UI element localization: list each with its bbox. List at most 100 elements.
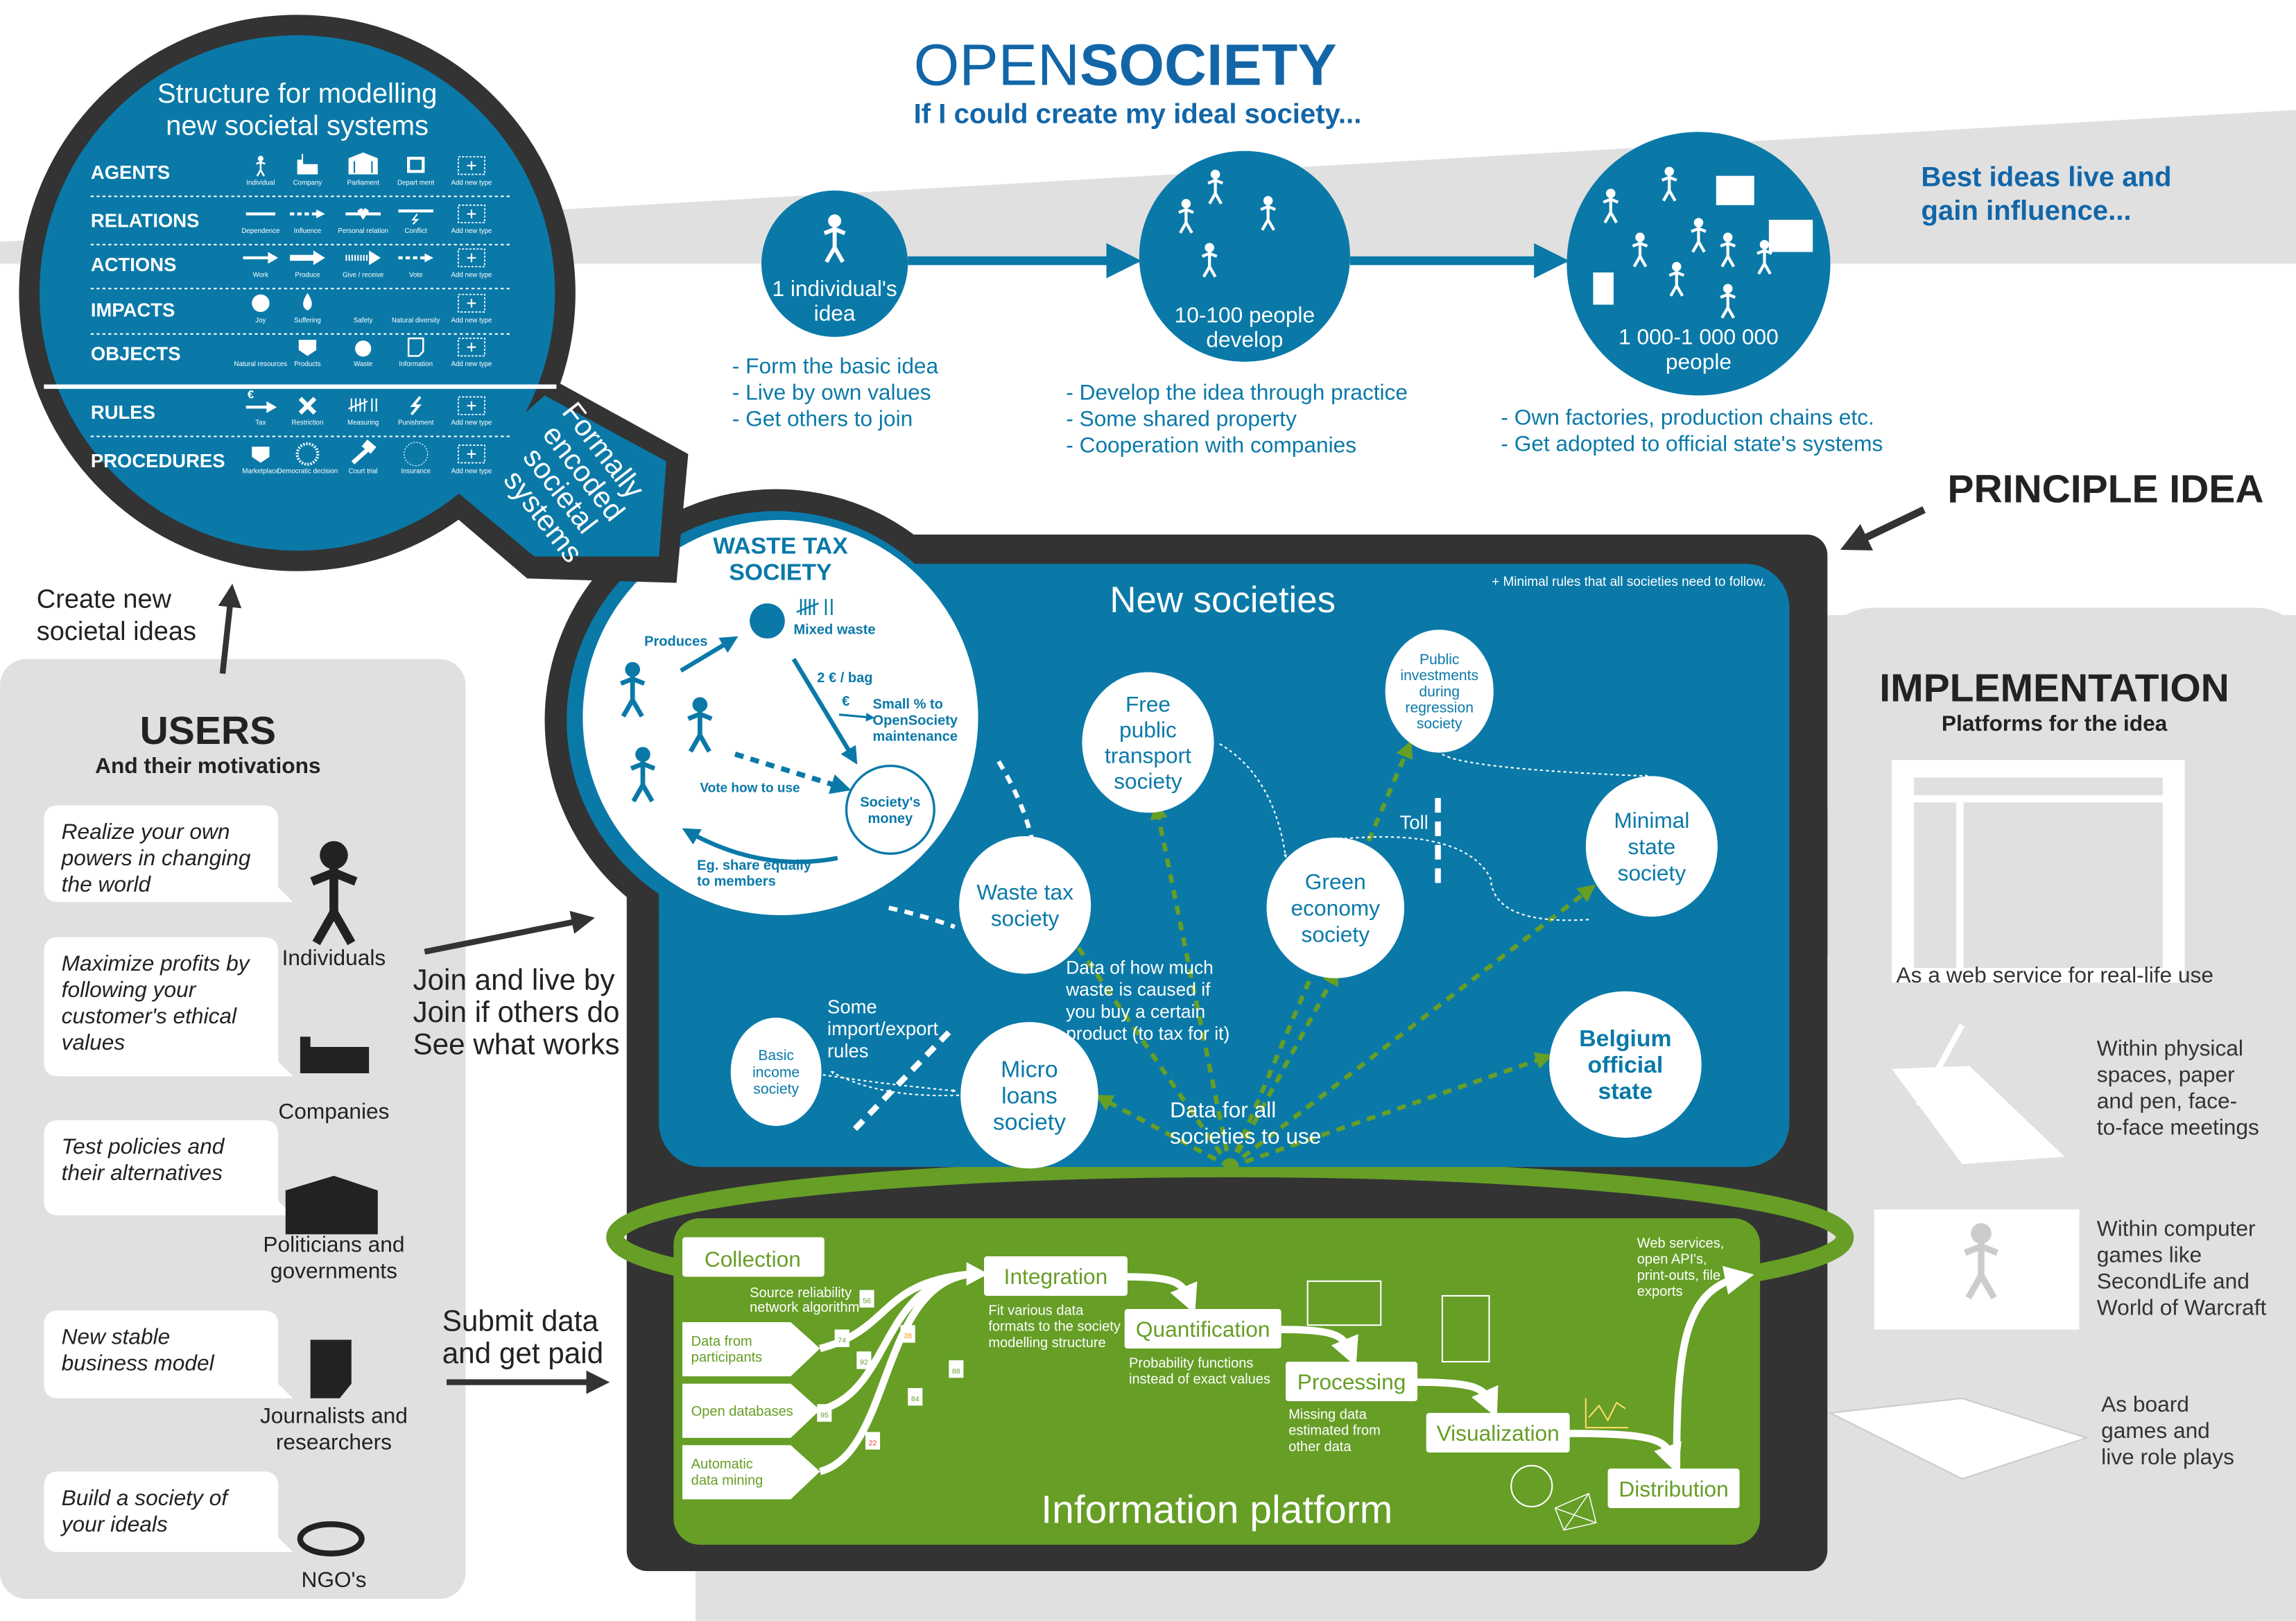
- structure-category-label: PROCEDURES: [91, 450, 225, 471]
- data-source-label: Open databases: [691, 1404, 793, 1419]
- society-node[interactable]: [960, 1022, 1098, 1169]
- minimal-rules-note: + Minimal rules that all societies need …: [1492, 575, 1766, 589]
- journalist-icon: [310, 1340, 352, 1398]
- structure-item-label: Produce: [295, 271, 320, 279]
- structure-item-label[interactable]: Add new type: [451, 317, 492, 324]
- society-node[interactable]: [1082, 672, 1214, 813]
- distribution-arrow: [1673, 1265, 1754, 1469]
- create-ideas-text-line: societal ideas: [37, 617, 196, 646]
- implementation-title: IMPLEMENTATION: [1879, 666, 2229, 711]
- society-label-line: regression: [1405, 700, 1474, 716]
- stage-bullets-line: - Form the basic idea: [732, 354, 939, 379]
- structure-category-label: OBJECTS: [91, 343, 181, 365]
- share-arrow: [682, 828, 838, 865]
- society-label-line: society: [991, 905, 1060, 930]
- web-content-block: [1963, 802, 2163, 968]
- source-node-icon: [865, 1432, 881, 1450]
- person-icon: [1720, 232, 1736, 268]
- distribution-note-line: Web services,: [1637, 1236, 1725, 1251]
- society-node[interactable]: [1549, 991, 1702, 1138]
- stage-circle: [1139, 150, 1350, 362]
- structure-item-label: Measuring: [347, 419, 379, 427]
- maintenance-arrow: [838, 712, 875, 722]
- join-text-line: Join and live by: [413, 964, 615, 996]
- stage-bullets-line: - Some shared property: [1066, 406, 1297, 431]
- society-node[interactable]: [730, 1017, 822, 1127]
- building-icon: [348, 152, 378, 175]
- euro-arrow-icon: €: [245, 388, 277, 413]
- implementation-subtitle: Platforms for the idea: [1942, 711, 2168, 736]
- structure-item-label[interactable]: Add new type: [451, 419, 492, 427]
- data-source-label-line: data mining: [691, 1473, 763, 1488]
- structure-item-label: Tax: [255, 419, 266, 427]
- person-icon: [256, 155, 266, 177]
- structure-item-label[interactable]: Add new type: [451, 467, 492, 475]
- motivation-bubble: [44, 1120, 293, 1215]
- society-label-line: society: [1417, 716, 1462, 732]
- structure-category-label: AGENTS: [91, 162, 170, 183]
- societys-money-label-line: Society's: [860, 795, 920, 810]
- pipeline-step-label: Distribution: [1619, 1476, 1728, 1501]
- waste-tax-title-line: WASTE TAX: [713, 532, 848, 559]
- society-label-line: society: [1302, 922, 1370, 947]
- euro-label: €: [842, 694, 849, 709]
- person-icon: [1668, 261, 1685, 297]
- stage-circle: [1566, 132, 1831, 396]
- user-type-label: Individuals: [282, 945, 386, 970]
- physical-spaces-label-line: Within physical: [2097, 1036, 2243, 1061]
- ngo-icon: [297, 1521, 365, 1557]
- produces-arrow: [680, 636, 739, 673]
- society-label-line: public: [1119, 717, 1177, 742]
- structure-item-label[interactable]: Add new type: [451, 179, 492, 187]
- structure-item-label[interactable]: Add new type: [451, 361, 492, 368]
- pipeline-step-note-line: estimated from: [1288, 1423, 1381, 1439]
- principle-arrow: [1840, 506, 1926, 551]
- motivation-text-line: values: [62, 1030, 126, 1055]
- motivation-text-line: the world: [62, 872, 152, 896]
- structure-item-label: Punishment: [398, 419, 434, 427]
- user-type-label: NGO's: [301, 1567, 366, 1592]
- society-label-line: official: [1587, 1052, 1663, 1078]
- society-node[interactable]: [1585, 776, 1718, 917]
- stage-bullets-line: - Cooperation with companies: [1066, 433, 1356, 458]
- person-icon: [1207, 169, 1223, 205]
- computer-games-label-line: World of Warcraft: [2097, 1294, 2267, 1319]
- maintenance-label-line: OpenSociety: [873, 713, 958, 728]
- data-source-shape: [682, 1322, 820, 1377]
- person-icon: [1661, 166, 1677, 202]
- society-node[interactable]: [1385, 630, 1494, 753]
- structure-item-label[interactable]: Add new type: [451, 271, 492, 279]
- source-flow-arrow: [818, 1270, 974, 1475]
- motivation-text-line: Build a society of: [62, 1485, 230, 1510]
- society-node[interactable]: [1266, 838, 1405, 978]
- structure-item-label[interactable]: Add new type: [451, 227, 492, 235]
- society-label-line: economy: [1291, 896, 1381, 921]
- web-sidebar-block: [1913, 802, 1957, 968]
- structure-item-label: Waste: [354, 361, 372, 368]
- structure-item-label: Marketplace: [242, 467, 279, 475]
- structure-item-label: Natural resources: [234, 361, 288, 368]
- society-label-line: income: [752, 1064, 800, 1080]
- person-icon: [1756, 240, 1772, 275]
- stage-bullets: - Own factories, production chains etc.-…: [1501, 405, 1883, 456]
- stage-bullets-line: - Own factories, production chains etc.: [1501, 405, 1874, 430]
- society-node[interactable]: [959, 835, 1091, 974]
- white-dashed-border: [888, 905, 956, 929]
- box-icon: [252, 447, 270, 463]
- pipeline-arrow: [1417, 1378, 1499, 1418]
- pipeline-step-label: Quantification: [1136, 1317, 1270, 1342]
